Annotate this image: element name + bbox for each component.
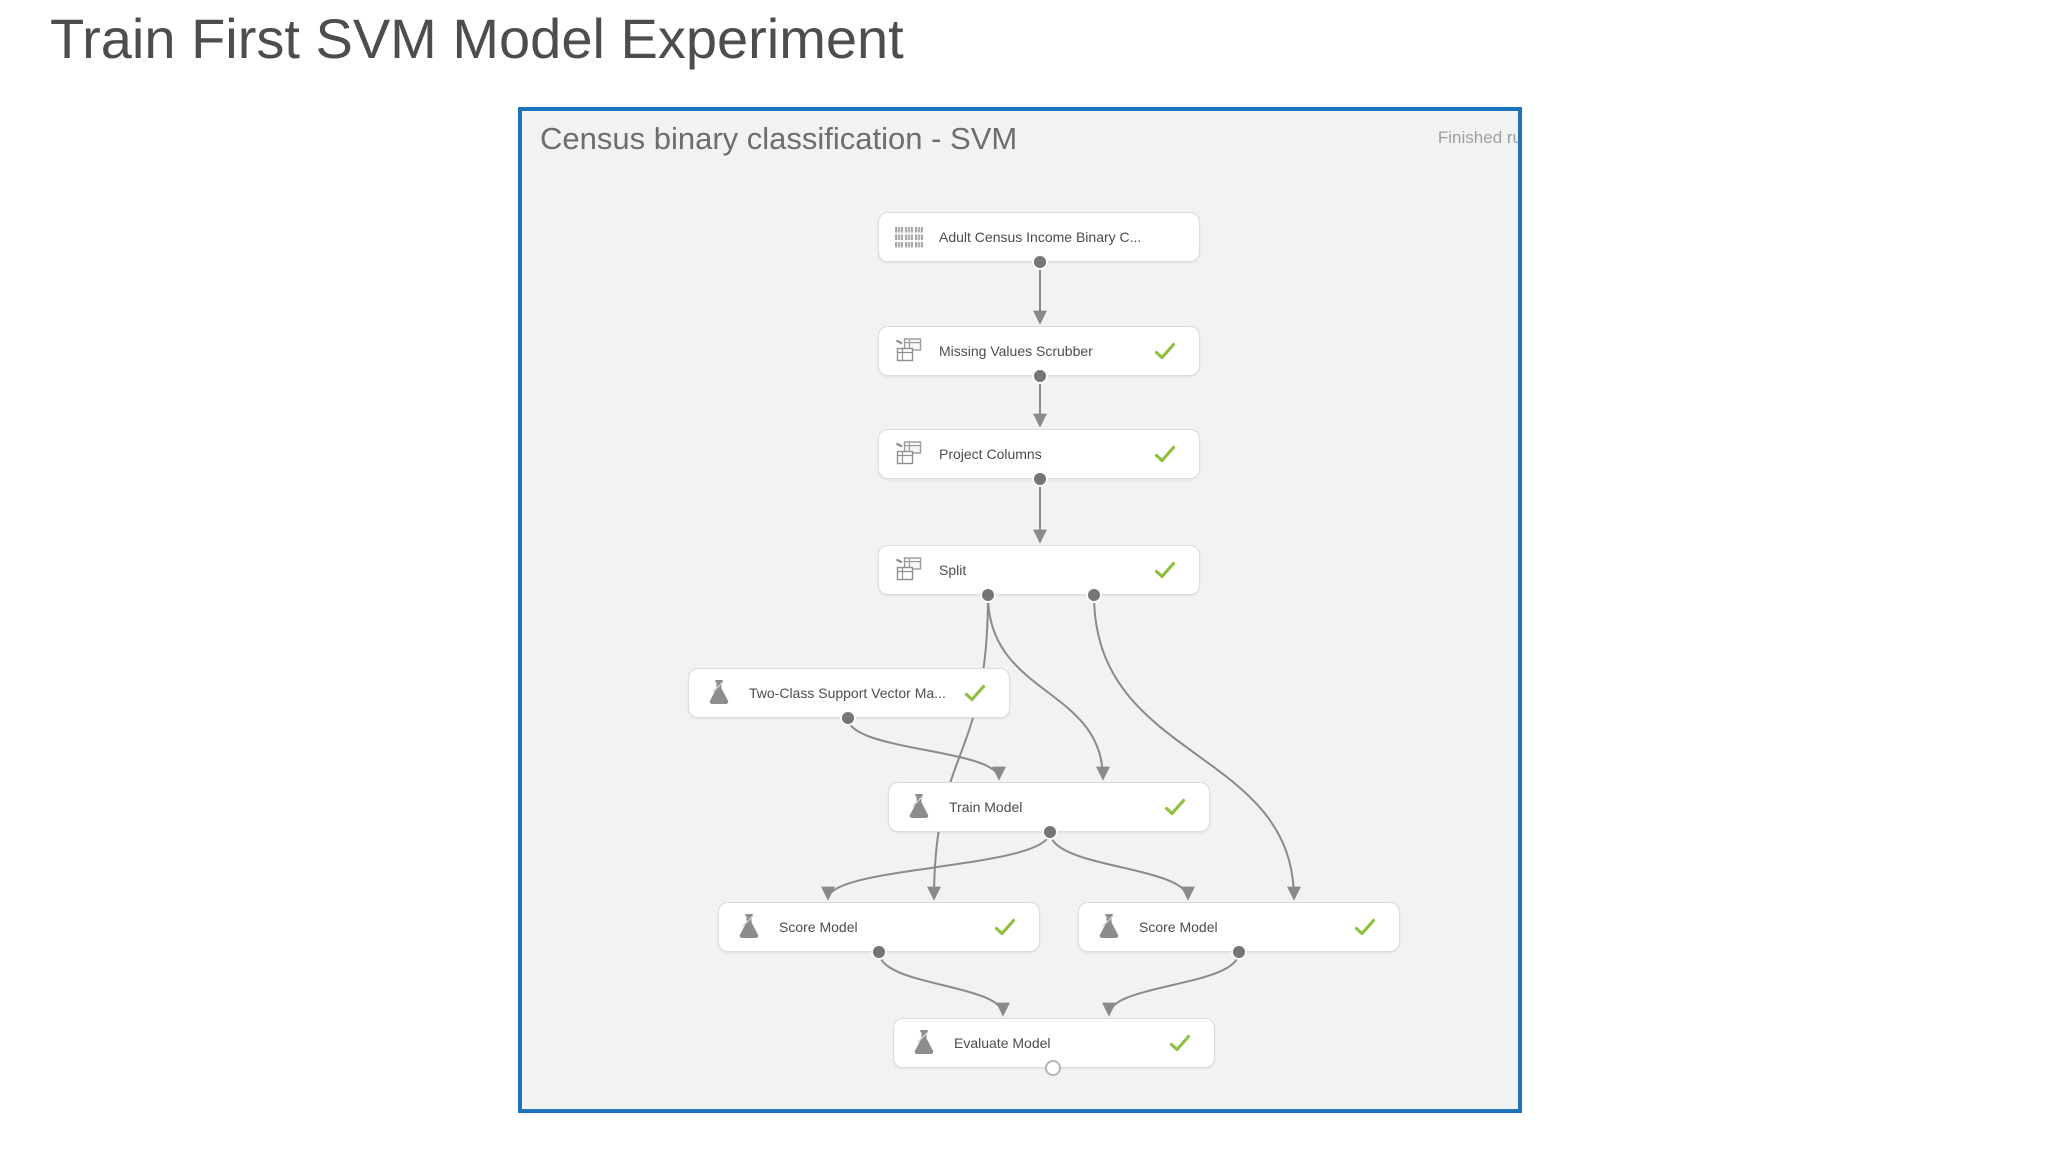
module-node-split[interactable]: Split	[878, 545, 1200, 595]
check-icon	[1168, 1033, 1192, 1053]
module-node-dataset[interactable]: Adult Census Income Binary C...	[878, 212, 1200, 262]
run-status: Finished ru	[1437, 128, 1522, 147]
module-label: Missing Values Scrubber	[939, 343, 1093, 359]
connector-score-model-right-to-evaluate-model	[1102, 951, 1240, 1017]
connector-train-model-to-score-model-right	[1049, 831, 1195, 901]
flask-icon	[702, 678, 736, 708]
check-icon	[1153, 560, 1177, 580]
module-label: Two-Class Support Vector Ma...	[749, 685, 946, 701]
connector-split-to-score-model-right	[1093, 594, 1301, 901]
connector-score-model-left-to-evaluate-model	[878, 951, 1010, 1017]
experiment-canvas[interactable]: Adult Census Income Binary C... Missing …	[518, 107, 1522, 1113]
module-label: Evaluate Model	[954, 1035, 1051, 1051]
transform-icon	[892, 338, 926, 364]
transform-icon	[892, 557, 926, 583]
connector-split-to-train-model	[987, 594, 1110, 781]
module-label: Adult Census Income Binary C...	[939, 229, 1142, 245]
module-node-score-model-right[interactable]: Score Model	[1078, 902, 1400, 952]
flask-icon	[732, 912, 766, 942]
check-icon	[1163, 797, 1187, 817]
module-label: Split	[939, 562, 967, 578]
check-icon	[993, 917, 1017, 937]
dataset-icon	[892, 224, 926, 251]
experiment-title: Census binary classification - SVM	[540, 121, 1018, 156]
module-node-project-columns[interactable]: Project Columns	[878, 429, 1200, 479]
module-label: Score Model	[1139, 919, 1218, 935]
module-node-score-model-left[interactable]: Score Model	[718, 902, 1040, 952]
module-node-svm[interactable]: Two-Class Support Vector Ma...	[688, 668, 1010, 718]
flask-icon	[1092, 912, 1126, 942]
module-label: Score Model	[779, 919, 858, 935]
connector-split-to-score-model-left	[927, 594, 989, 901]
check-icon	[1153, 444, 1177, 464]
module-label: Project Columns	[939, 446, 1042, 462]
module-label: Train Model	[949, 799, 1023, 815]
module-node-train-model[interactable]: Train Model	[888, 782, 1210, 832]
connector-train-model-to-score-model-left	[821, 831, 1051, 901]
flask-icon	[907, 1028, 941, 1058]
module-node-evaluate-model[interactable]: Evaluate Model	[893, 1018, 1215, 1068]
page-title: Train First SVM Model Experiment	[50, 7, 904, 70]
check-icon	[1153, 341, 1177, 361]
connector-svm-to-train-model	[847, 717, 1006, 781]
transform-icon	[892, 441, 926, 467]
check-icon	[963, 683, 987, 703]
check-icon	[1353, 917, 1377, 937]
connections-layer	[821, 262, 1301, 1017]
module-node-missing-values-scrubber[interactable]: Missing Values Scrubber	[878, 326, 1200, 376]
flask-icon	[902, 792, 936, 822]
